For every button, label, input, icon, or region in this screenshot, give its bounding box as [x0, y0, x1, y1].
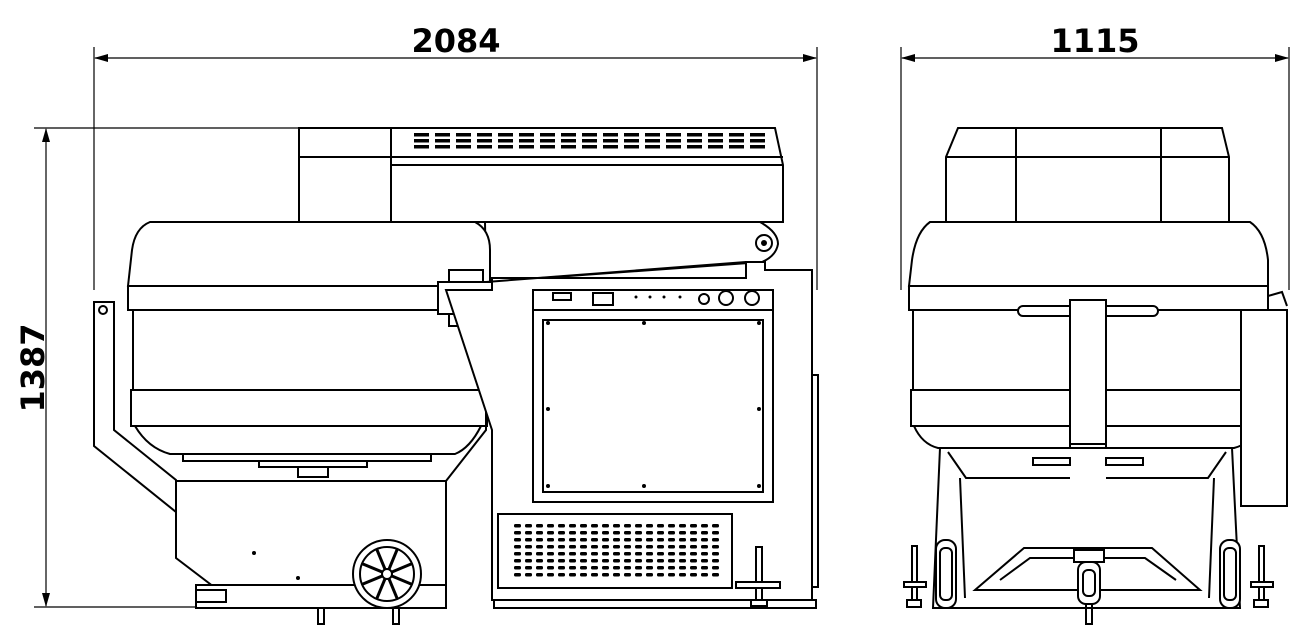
bracket-hole	[98, 305, 108, 315]
height-label: 1387	[14, 323, 52, 412]
bowl-bottom	[133, 425, 483, 455]
side-view	[93, 127, 819, 625]
leveling-foot-side	[735, 546, 781, 607]
bowl-rim	[182, 453, 432, 462]
wheel	[352, 539, 422, 609]
head-left-box	[298, 127, 392, 223]
front-view	[903, 127, 1288, 625]
front-bowl-lid	[907, 221, 1269, 287]
dimension-side-width: 2084	[93, 22, 818, 290]
panel-socket	[592, 292, 614, 306]
front-leveling-foot-right	[1250, 545, 1274, 608]
dimension-front-width: 1115	[900, 22, 1290, 290]
bowl-band	[127, 285, 491, 311]
panel-switch	[552, 292, 572, 301]
lift-arm	[483, 221, 780, 284]
hood-vents	[414, 133, 765, 149]
panel-knob-2	[718, 290, 734, 306]
bowl-hub	[297, 466, 329, 478]
front-leveling-foot-left	[903, 545, 927, 608]
grille-slots	[514, 524, 719, 577]
front-caster	[1073, 549, 1105, 625]
bowl-middle	[132, 309, 486, 391]
bowl-lid	[126, 221, 491, 287]
side-width-label: 2084	[411, 22, 500, 60]
bowl-lower-band	[130, 389, 488, 427]
panel-knob-1	[698, 293, 710, 305]
front-side-box	[1240, 309, 1288, 507]
front-head	[945, 127, 1230, 223]
vented-hood	[390, 127, 784, 223]
front-width-label: 1115	[1050, 22, 1139, 60]
panel-knob-3	[744, 290, 760, 306]
